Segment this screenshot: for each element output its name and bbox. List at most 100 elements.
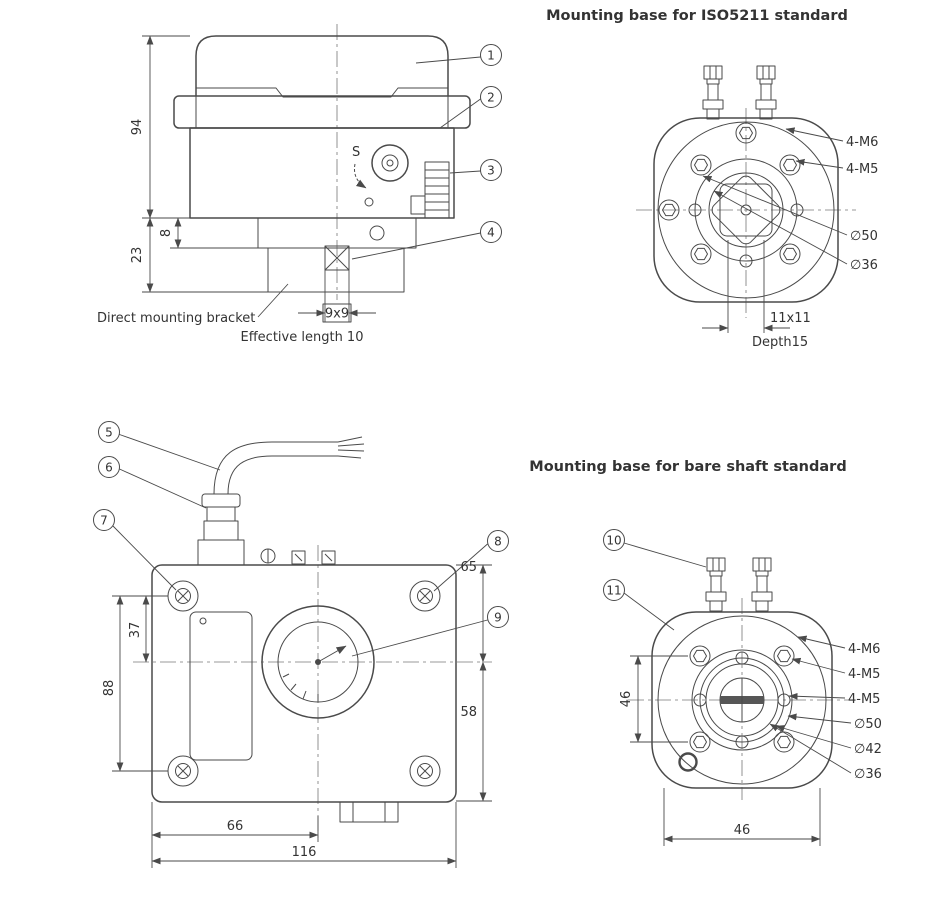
bare-leader-4m6: 4-M6 xyxy=(797,635,880,657)
iso-leader-d36: ∅36 xyxy=(713,190,878,273)
hex-hole xyxy=(690,243,712,265)
dimension-65: 65 xyxy=(456,560,492,663)
label-plate xyxy=(189,611,253,761)
bare-leader-d50: ∅50 xyxy=(787,713,882,732)
bare-shaft-title: Mounting base for bare shaft standard xyxy=(529,459,846,475)
label-4m5: 4-M5 xyxy=(846,162,878,177)
dim-text-11x11: 11x11 xyxy=(770,311,811,326)
bare-leader-4m5-a: 4-M5 xyxy=(791,657,880,682)
effective-length-label: Effective length 10 xyxy=(241,330,364,345)
callout-3: 3 xyxy=(449,159,502,181)
iso5211-title: Mounting base for ISO5211 standard xyxy=(546,8,848,24)
label-d36: ∅36 xyxy=(854,767,882,782)
corner-screw xyxy=(409,755,441,787)
dimension-66: 66 xyxy=(151,802,319,868)
hex-hole xyxy=(773,731,795,753)
housing-front xyxy=(151,564,457,823)
dial-teeth xyxy=(282,673,319,702)
dimension-23: 23 xyxy=(130,217,268,293)
dim-text-8: 8 xyxy=(159,229,174,237)
cable-assembly xyxy=(197,436,365,566)
callout-11-number: 11 xyxy=(606,584,621,598)
label-4m6: 4-M6 xyxy=(846,135,878,150)
bare-leader-d42: ∅42 xyxy=(775,725,882,757)
callout-10: 10 xyxy=(603,529,707,568)
front-view: 5 6 7 8 9 37 88 xyxy=(93,421,509,868)
hex-hole xyxy=(779,154,801,176)
hex-hole xyxy=(689,731,711,753)
bare-leader-4m5-b: 4-M5 xyxy=(788,692,880,707)
label-d50: ∅50 xyxy=(854,717,882,732)
dim-text-9x9: 9x9 xyxy=(325,307,349,322)
callout-10-number: 10 xyxy=(606,534,621,548)
dim-text-65: 65 xyxy=(460,560,477,575)
dim-text-46-bottom: 46 xyxy=(734,823,751,838)
bold-hole xyxy=(678,752,698,772)
dimension-9x9: 9x9 xyxy=(298,270,376,323)
dim-text-58: 58 xyxy=(460,705,477,720)
hex-hole xyxy=(690,154,712,176)
hex-hole xyxy=(779,243,801,265)
callout-9: 9 xyxy=(351,606,509,657)
callout-3-number: 3 xyxy=(487,164,495,178)
dim-text-depth15: Depth15 xyxy=(752,335,808,350)
dimension-94: 94 xyxy=(130,35,258,219)
bolt-right xyxy=(751,557,773,612)
iso-flange xyxy=(653,117,839,303)
hex-hole xyxy=(689,645,711,667)
indicator-window xyxy=(261,605,375,719)
iso-leader-d50: ∅50 xyxy=(702,175,878,244)
callout-8-number: 8 xyxy=(494,535,502,549)
callout-1-number: 1 xyxy=(487,49,495,63)
bare-leader-d36: ∅36 xyxy=(769,723,882,782)
hex-hole xyxy=(773,645,795,667)
bare-shaft-base-view: Mounting base for bare shaft standard xyxy=(529,459,882,846)
dim-text-116: 116 xyxy=(292,845,317,860)
pointer-arrow-icon xyxy=(317,645,347,663)
direct-mounting-bracket-label: Direct mounting bracket xyxy=(97,311,255,326)
iso-leader-4m6: 4-M6 xyxy=(785,127,878,150)
callout-4: 4 xyxy=(351,221,502,260)
bracket-label: Direct mounting bracket xyxy=(97,283,289,326)
callout-11: 11 xyxy=(603,579,675,631)
position-indicator: S xyxy=(352,144,409,207)
label-4m5-2: 4-M5 xyxy=(848,692,880,707)
corner-screw xyxy=(167,580,199,612)
output-shaft xyxy=(324,245,350,271)
dimension-8: 8 xyxy=(159,217,268,249)
bare-dimension-46-bottom: 46 xyxy=(663,788,821,846)
dimension-88: 88 xyxy=(102,595,168,772)
dimension-58: 58 xyxy=(456,661,492,802)
label-4m5: 4-M5 xyxy=(848,667,880,682)
iso-leader-4m5: 4-M5 xyxy=(795,158,878,177)
corner-screw xyxy=(409,580,441,612)
callout-5-number: 5 xyxy=(105,426,113,440)
callout-1: 1 xyxy=(415,44,502,66)
top-screw xyxy=(260,548,276,564)
wire-strands xyxy=(337,436,365,459)
callout-2-number: 2 xyxy=(487,91,495,105)
rotation-arrow-icon xyxy=(354,163,367,189)
bolt-left xyxy=(702,65,724,120)
label-d36: ∅36 xyxy=(850,258,878,273)
actuator-body-outline xyxy=(173,35,471,293)
bottom-tab xyxy=(339,801,399,823)
bare-dimension-46-left: 46 xyxy=(619,655,688,743)
bare-shaft-socket xyxy=(719,677,765,723)
label-d50: ∅50 xyxy=(850,229,878,244)
terminal-fins xyxy=(410,161,450,219)
callout-8: 8 xyxy=(433,530,509,592)
dimension-116: 116 xyxy=(151,802,457,868)
callout-5: 5 xyxy=(98,421,221,471)
corner-screw xyxy=(167,755,199,787)
dim-text-37: 37 xyxy=(128,622,143,639)
callout-7: 7 xyxy=(93,509,177,591)
callout-4-number: 4 xyxy=(487,226,495,240)
callout-9-number: 9 xyxy=(494,611,502,625)
iso-dimension-11x11: 11x11 Depth15 xyxy=(702,240,811,350)
bolt-right xyxy=(755,65,777,120)
label-d42: ∅42 xyxy=(854,742,882,757)
bolt-left xyxy=(705,557,727,612)
